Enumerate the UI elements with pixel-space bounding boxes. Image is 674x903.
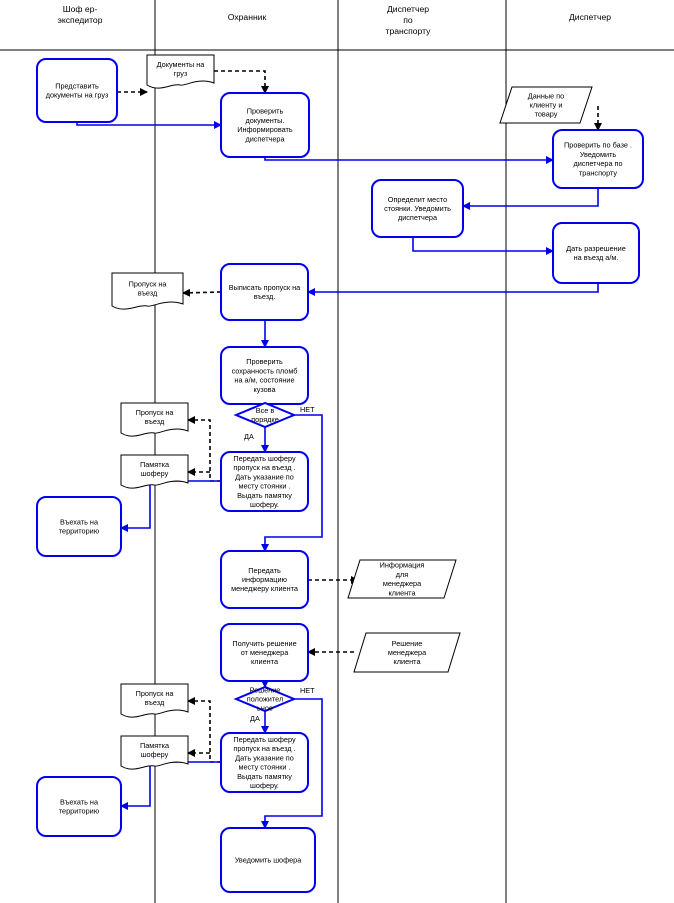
edge-dec_pos-to-notify_driver (261, 698, 323, 829)
edge-layer (76, 70, 602, 829)
data-parallelogram (499, 86, 593, 124)
process-box (220, 732, 309, 793)
document-shape (120, 735, 189, 770)
edge-check_db-to-define_parking (462, 188, 599, 210)
data-parallelogram (347, 559, 457, 599)
lane-header-dispatcher: Диспетчер (569, 12, 611, 22)
edge-dec_ok-to-pass_info (261, 414, 323, 552)
document-shape (120, 402, 189, 437)
edge-define_parking-to-permit_entry (412, 237, 554, 255)
process-box (552, 129, 644, 189)
document-shape (120, 683, 189, 718)
document-shape (120, 454, 189, 489)
edge-label-layer: ДА НЕТ ДА НЕТ (244, 405, 315, 723)
process-box (36, 496, 122, 557)
process-box (552, 222, 640, 284)
edge-write_pass-to-pass_entry_1 (182, 288, 222, 297)
node-notify_driver: Уведомить шофера (220, 827, 316, 893)
edge-label-dec_ok-to-pass_info: НЕТ (300, 405, 315, 414)
process-box (36, 58, 118, 123)
process-box (220, 451, 309, 512)
edge-label-dec_ok-to-give_pass_1: ДА (244, 432, 254, 441)
lane-header-driver: Шоф ер-экспедитор (58, 4, 103, 25)
decision-diamond (233, 401, 297, 429)
document-shape (111, 272, 184, 310)
edge-doc_cargo-to-check_docs (214, 70, 269, 94)
process-box (371, 179, 464, 238)
edge-check_docs-to-check_db (264, 156, 554, 164)
process-box (220, 92, 310, 158)
process-box (36, 776, 122, 837)
edge-permit_entry-to-write_pass (307, 283, 599, 296)
edge-label-dec_pos-to-give_pass_2: ДА (250, 714, 260, 723)
lane-header-guard: Охранник (228, 12, 267, 22)
edge-label-dec_pos-to-notify_driver: НЕТ (300, 686, 315, 695)
process-box (220, 623, 309, 682)
process-box (220, 827, 316, 893)
document-shape (146, 54, 215, 89)
node-label-notify_driver: Уведомить шофера (235, 856, 303, 865)
process-box (220, 550, 309, 609)
process-box (220, 263, 309, 321)
data-parallelogram (353, 632, 461, 673)
decision-diamond (233, 685, 297, 713)
